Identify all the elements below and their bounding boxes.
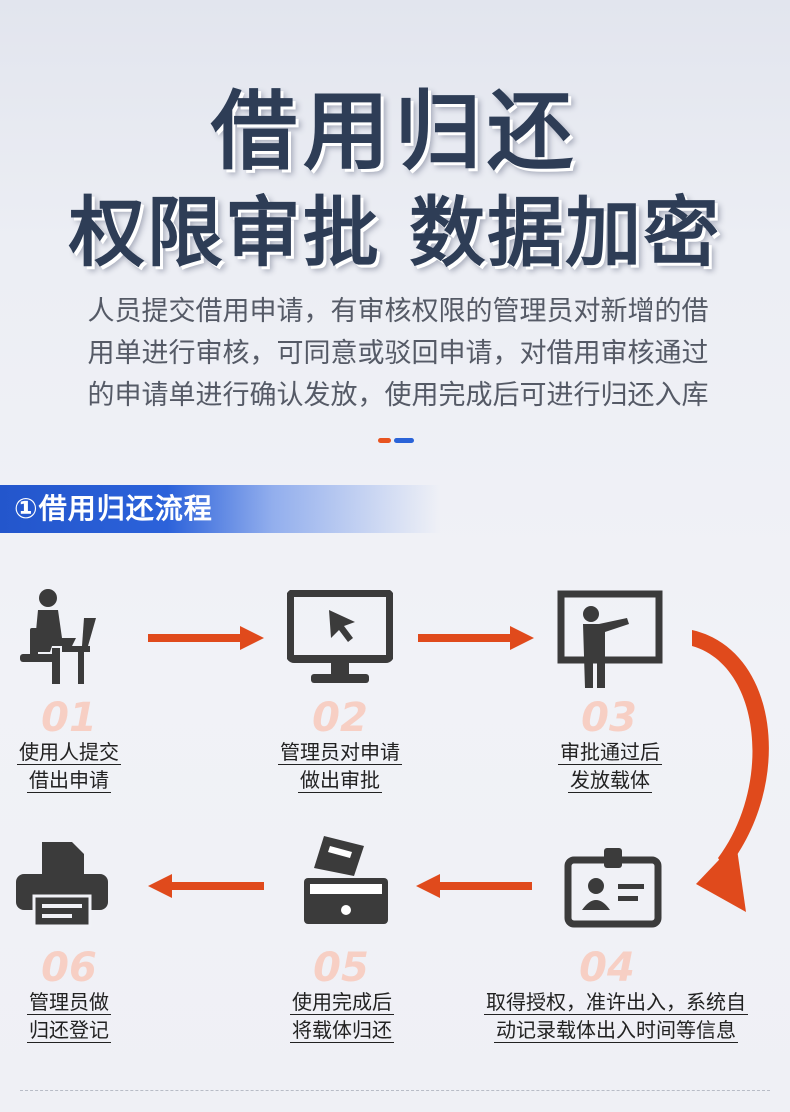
- step-label-line: 将载体归还: [290, 1018, 394, 1043]
- sub-title: 权限审批 数据加密: [68, 188, 722, 277]
- step-label-line: 管理员对申请: [278, 740, 402, 765]
- step-number: 03: [581, 695, 637, 741]
- curved-down-arrow-icon: [692, 630, 769, 912]
- step-number: 05: [313, 945, 369, 991]
- step-label: 使用人提交 借出申请: [0, 738, 219, 794]
- step-label-line: 管理员做: [27, 990, 111, 1015]
- step-number: 06: [41, 945, 97, 991]
- step-label-line: 使用人提交: [17, 740, 121, 765]
- divider-dash-orange: [378, 438, 391, 443]
- step-label: 审批通过后 发放载体: [460, 738, 760, 794]
- id-card-icon: [564, 848, 662, 928]
- step-label-line: 使用完成后: [290, 990, 394, 1015]
- right-arrow-icon: [148, 626, 264, 650]
- step-number: 02: [312, 695, 368, 741]
- divider-dash-blue: [394, 438, 414, 443]
- right-arrow-icon: [418, 626, 534, 650]
- step-label: 管理员对申请 做出审批: [190, 738, 490, 794]
- step-label: 取得授权，准许出入，系统自 动记录载体出入时间等信息: [418, 988, 790, 1044]
- step-number: 01: [41, 695, 97, 741]
- person-at-desk-icon: [20, 589, 96, 684]
- bottom-divider: [20, 1090, 770, 1091]
- left-arrow-icon: [148, 874, 264, 898]
- left-arrow-icon: [416, 874, 532, 898]
- section-title: ①借用归还流程: [14, 492, 213, 525]
- step-label-line: 做出审批: [298, 768, 382, 793]
- presenter-board-icon: [557, 590, 663, 688]
- step-label-line: 借出申请: [27, 768, 111, 793]
- step-number: 04: [579, 945, 635, 991]
- step-label: 使用完成后 将载体归还: [192, 988, 492, 1044]
- step-label-line: 审批通过后: [558, 740, 662, 765]
- printer-icon: [16, 842, 108, 928]
- monitor-cursor-icon: [287, 590, 393, 683]
- section-header: ①借用归还流程: [0, 485, 440, 533]
- description: 人员提交借用申请，有审核权限的管理员对新增的借 用单进行审核，可同意或驳回申请，…: [40, 291, 756, 417]
- step-label-line: 取得授权，准许出入，系统自: [484, 990, 748, 1015]
- step-label: 管理员做 归还登记: [0, 988, 219, 1044]
- main-title: 借用归还: [211, 82, 579, 182]
- description-line: 人员提交借用申请，有审核权限的管理员对新增的借: [87, 296, 709, 327]
- step-label-line: 动记录载体出入时间等信息: [494, 1018, 738, 1043]
- description-line: 的申请单进行确认发放，使用完成后可进行归还入库: [87, 380, 709, 411]
- document-tray-icon: [304, 836, 388, 924]
- step-label-line: 归还登记: [27, 1018, 111, 1043]
- step-label-line: 发放载体: [568, 768, 652, 793]
- description-line: 用单进行审核，可同意或驳回申请，对借用审核通过: [87, 338, 709, 369]
